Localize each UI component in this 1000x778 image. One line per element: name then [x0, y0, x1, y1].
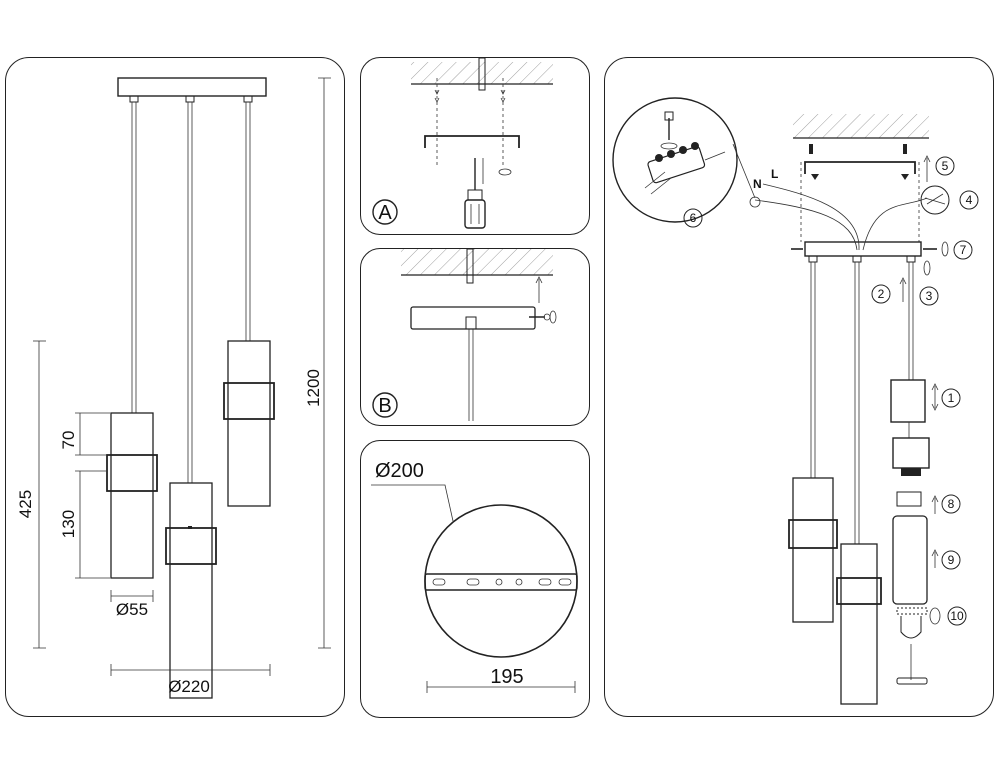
dim-d55: Ø55	[116, 600, 148, 619]
callout-9: 9	[948, 553, 955, 567]
rotate-arrow-3	[923, 260, 931, 276]
glass-shade	[892, 515, 928, 605]
ceiling-screw-left	[809, 144, 813, 154]
callout-8: 8	[948, 497, 955, 511]
lamp-center	[165, 482, 217, 699]
step-b-panel: B	[360, 248, 590, 426]
callout-7-badge	[953, 240, 973, 260]
overview-panel: 425 70 130 Ø55 Ø220 1200	[5, 57, 345, 717]
wire-live	[762, 183, 860, 251]
bulb	[900, 616, 922, 639]
overview-drawing: 425 70 130 Ø55 Ø220 1200	[16, 77, 331, 699]
rotate-arrow-10	[929, 607, 941, 625]
canopy	[804, 241, 922, 257]
mounting-bracket	[804, 161, 916, 174]
canopy-plate-panel: Ø200 195	[360, 440, 590, 718]
socket-base	[901, 468, 921, 476]
bulb-base	[896, 677, 928, 685]
canopy-plate	[424, 504, 578, 658]
ceiling-screw-right	[903, 144, 907, 154]
canopy-plate-drawing: Ø200 195	[371, 460, 578, 693]
callout-7: 7	[960, 243, 967, 257]
decor-ring	[890, 379, 926, 423]
terminal-block-detail	[612, 97, 761, 223]
dim-425: 425	[16, 490, 35, 518]
callout-9-badge	[941, 550, 961, 570]
step-b-drawing: B	[372, 249, 557, 421]
dim-d200: Ø200	[375, 460, 424, 482]
ceiling-rod	[466, 249, 474, 284]
socket	[892, 437, 930, 469]
ground-detail	[920, 185, 950, 215]
ceiling-hatch	[401, 249, 553, 275]
canopy	[117, 77, 267, 97]
callout-1-badge	[941, 388, 961, 408]
step-b-label: B	[378, 395, 391, 417]
inner-ring	[896, 491, 922, 507]
lamp-right-exploded	[890, 379, 930, 685]
callout-4: 4	[966, 193, 973, 207]
callout-4-badge	[959, 190, 979, 210]
bulb-cap	[896, 607, 928, 615]
callout-6: 6	[690, 211, 697, 225]
mounting-bar	[424, 573, 578, 591]
mounting-bracket	[424, 135, 520, 148]
callout-1: 1	[948, 391, 955, 405]
canopy-mount-left	[129, 95, 139, 103]
step-a-panel: A	[360, 57, 590, 235]
dim-d220: Ø220	[168, 677, 210, 696]
step-a-label: A	[378, 202, 392, 224]
step-a-drawing: A	[372, 58, 553, 229]
dim-195: 195	[490, 666, 523, 688]
leader-d200	[371, 484, 454, 522]
wire-ground	[862, 197, 928, 251]
callout-3-badge	[919, 286, 939, 306]
callout-5-badge	[935, 156, 955, 176]
callout-10-badge	[947, 606, 967, 626]
callout-8-badge	[941, 494, 961, 514]
lamp-center	[836, 543, 882, 705]
ceiling-rod	[478, 58, 486, 91]
wire-neutral	[754, 199, 858, 251]
dim-130: 130	[59, 510, 78, 538]
canopy	[410, 306, 536, 330]
lamp-right	[223, 340, 275, 507]
callout-10: 10	[950, 609, 964, 623]
wire-label-n: N	[753, 177, 762, 191]
canopy-mount-center	[185, 95, 195, 103]
lamp-left	[788, 477, 838, 623]
ceiling-hatch	[411, 62, 553, 84]
rotate-arrow-icon	[549, 310, 557, 324]
dim-70: 70	[59, 431, 78, 450]
rotate-arrow-icon	[498, 168, 512, 176]
assembly-drawing: N L 6 5 4 7	[612, 97, 979, 705]
assembly-panel: N L 6 5 4 7	[604, 57, 994, 717]
ceiling-hatch	[793, 114, 929, 138]
step-a-badge	[372, 199, 398, 225]
callout-3: 3	[926, 289, 933, 303]
callout-2-badge	[871, 284, 891, 304]
canopy-mount-right	[243, 95, 253, 103]
step-b-badge	[372, 392, 398, 418]
callout-5: 5	[942, 159, 949, 173]
lamp-left	[106, 412, 158, 579]
dim-1200: 1200	[304, 369, 323, 407]
callout-6-badge	[683, 208, 703, 228]
wire-label-l: L	[771, 167, 778, 181]
callout-2: 2	[878, 287, 885, 301]
screwdriver-icon	[464, 158, 486, 229]
